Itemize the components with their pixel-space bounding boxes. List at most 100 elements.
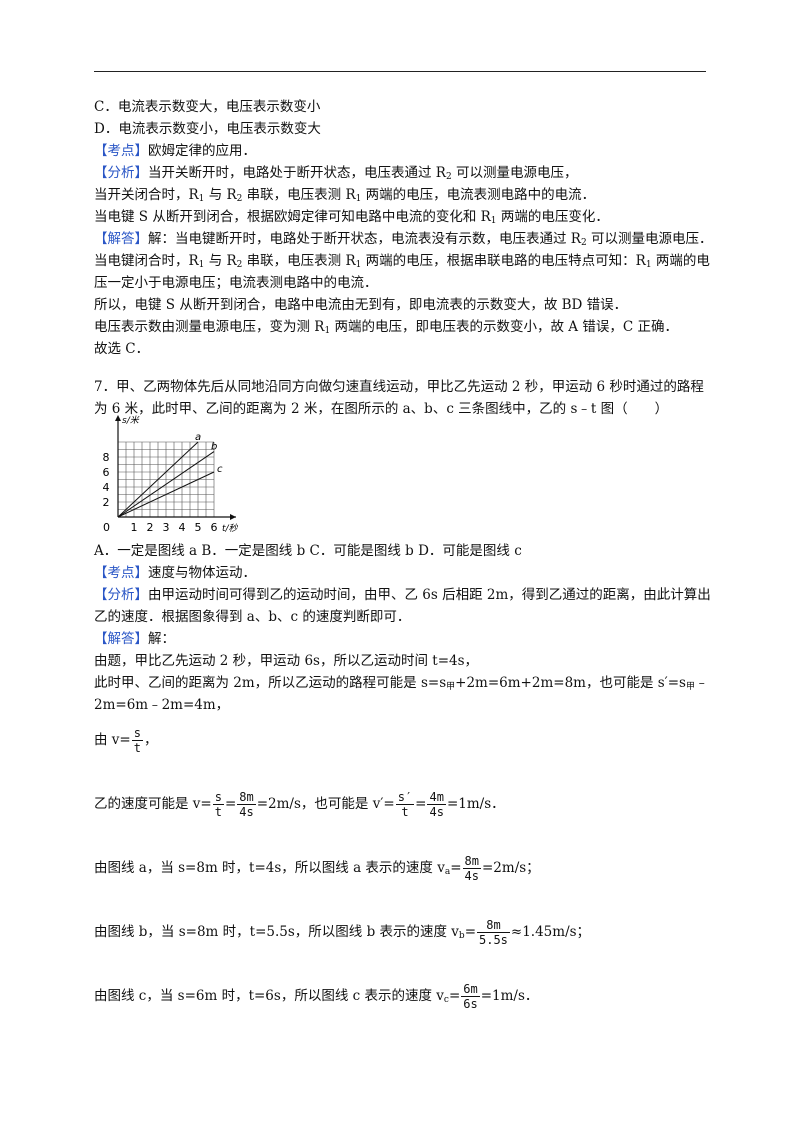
text: = xyxy=(448,988,461,1004)
text: ， xyxy=(143,732,158,748)
denominator: t xyxy=(214,805,222,819)
y-tick-label: 4 xyxy=(103,481,110,494)
numerator: 4m xyxy=(427,790,446,805)
text: 与 R xyxy=(204,187,237,203)
q7-fenxi-line-2: 乙的速度．根据图象得到 a、b、c 的速度判断即可． xyxy=(94,609,411,625)
sub: 1 xyxy=(645,260,652,270)
q6-jieda-line-3: 压一定小于电源电压；电流表测电路中的电流． xyxy=(94,275,378,291)
option-d: D．电流表示数变小，电压表示数变大 xyxy=(94,121,321,137)
header-rule xyxy=(94,71,706,72)
sub: 2 xyxy=(580,238,587,248)
sub: 2 xyxy=(236,194,243,204)
text: +2m=6m+2m=8m，也可能是 s′=s xyxy=(455,675,686,691)
text: 由图线 a，当 s=8m 时，t=4s，所以图线 a 表示的速度 v xyxy=(94,860,445,876)
sub: 1 xyxy=(490,216,497,226)
q6-jieda-line-2: 当电键闭合时，R1 与 R2 串联，电压表测 R1 两端的电压，根据串联电路的电… xyxy=(94,252,710,274)
denominator: 4s xyxy=(429,805,444,819)
y-axis-label: s/米 xyxy=(122,415,140,426)
denominator: 6s xyxy=(463,997,478,1011)
q7-stem-2: 为 6 米，此时甲、乙间的距离为 2 米，在图所示的 a、b、c 三条图线中，乙… xyxy=(94,401,669,417)
sub: 2 xyxy=(236,260,243,270)
text: =1m/s． xyxy=(480,988,539,1004)
text: 当开关断开时，电路处于断开状态，电压表通过 R xyxy=(148,165,446,181)
text: 解： xyxy=(148,631,175,647)
denominator: 4s xyxy=(239,805,254,819)
fenxi-tag: 【分析】 xyxy=(94,165,148,181)
sub: 甲 xyxy=(446,682,456,692)
series-label-a: a xyxy=(195,432,201,443)
text: = xyxy=(415,796,427,812)
sub: 1 xyxy=(324,326,331,336)
kaodian-text: 速度与物体运动． xyxy=(148,565,256,581)
jieda-tag: 【解答】 xyxy=(94,231,148,247)
q7-options: A．一定是图线 a B．一定是图线 b C．可能是图线 b D．可能是图线 c xyxy=(94,543,522,559)
fraction: s′t xyxy=(395,790,415,819)
numerator: s xyxy=(131,726,143,741)
text: = xyxy=(464,924,476,940)
text: 当开关闭合时，R xyxy=(94,187,199,203)
denominator: 4s xyxy=(464,869,479,883)
series-label-c: c xyxy=(217,464,223,475)
text: 当电键闭合时，R xyxy=(94,253,199,269)
x-tick-label: 5 xyxy=(195,521,202,534)
numerator: s xyxy=(212,790,224,805)
text: 由 v= xyxy=(94,732,131,748)
text: 两端的电压，根据串联电路的电压特点可知：R xyxy=(361,253,646,269)
text: ﹣ xyxy=(695,675,709,691)
kaodian-tag: 【考点】 xyxy=(94,143,148,159)
q7-sol-2: 此时甲、乙间的距离为 2m，所以乙运动的路程可能是 s=s甲+2m=6m+2m=… xyxy=(94,674,709,696)
jieda-tag: 【解答】 xyxy=(94,631,148,647)
text: 当电键 S 从断开到闭合，根据欧姆定律可知电路中电流的变化和 R xyxy=(94,209,491,225)
sub: 1 xyxy=(198,194,205,204)
sub: 1 xyxy=(355,194,362,204)
text: = xyxy=(450,860,462,876)
x-tick-label: 1 xyxy=(131,521,138,534)
sub: a xyxy=(444,867,451,877)
text: 两端的电压，电流表测电路中的电流． xyxy=(361,187,596,203)
text: 串联，电压表测 R xyxy=(242,187,356,203)
q6-fenxi-line-3: 当电键 S 从断开到闭合，根据欧姆定律可知电路中电流的变化和 R1 两端的电压变… xyxy=(94,208,609,230)
x-tick-label: 2 xyxy=(147,521,154,534)
sub: 1 xyxy=(198,260,205,270)
text: 解：当电键断开时，电路处于断开状态，电流表没有示数，电压表通过 R xyxy=(148,231,581,247)
text: 两端的电压变化． xyxy=(496,209,609,225)
y-tick-label: 2 xyxy=(103,496,110,509)
x-axis-label: t/秒 xyxy=(222,523,239,534)
q7-fenxi-line-1: 【分析】由甲运动时间可得到乙的运动时间，由甲、乙 6s 后相距 2m，得到乙通过… xyxy=(94,586,711,604)
text: 两端的电压，即电压表的示数变小，故 A 错误，C 正确． xyxy=(330,319,678,335)
q6-jieda-line-5: 电压表示数由测量电源电压，变为测 R1 两端的电压，即电压表的示数变小，故 A … xyxy=(94,318,678,340)
kaodian-tag: 【考点】 xyxy=(94,565,148,581)
text: 与 R xyxy=(204,253,237,269)
option-c: C．电流表示数变大，电压表示数变小 xyxy=(94,99,321,115)
sub: 1 xyxy=(355,260,362,270)
x-tick-label: 4 xyxy=(179,521,186,534)
q6-jieda-line-1: 【解答】解：当电键断开时，电路处于断开状态，电流表没有示数，电压表通过 R2 可… xyxy=(94,230,713,252)
sub: 甲 xyxy=(686,682,696,692)
q7-sol-7: 由图线 b，当 s=8m 时，t=5.5s，所以图线 b 表示的速度 vb=8m… xyxy=(94,918,590,947)
text: 两端的电 xyxy=(651,253,710,269)
fenxi-tag: 【分析】 xyxy=(94,587,148,603)
numerator: 8m xyxy=(477,918,510,933)
series-line-c xyxy=(117,471,215,518)
text: 可以测量电源电压， xyxy=(451,165,578,181)
q7-stem-1: 7．甲、乙两物体先后从同地沿同方向做匀速直线运动，甲比乙先运动 2 秒，甲运动 … xyxy=(94,379,704,395)
x-tick-label: 6 xyxy=(211,521,218,534)
series-line-a xyxy=(117,441,199,518)
x-axis-arrow xyxy=(230,514,236,520)
numerator: 8m xyxy=(237,790,256,805)
q7-sol-1: 由题，甲比乙先运动 2 秒，甲运动 6s，所以乙运动时间 t=4s， xyxy=(94,653,479,669)
q6-fenxi-line-2: 当开关闭合时，R1 与 R2 串联，电压表测 R1 两端的电压，电流表测电路中的… xyxy=(94,186,595,208)
sub: b xyxy=(458,931,465,941)
text: 由图线 b，当 s=8m 时，t=5.5s，所以图线 b 表示的速度 v xyxy=(94,924,459,940)
series-label-b: b xyxy=(211,442,217,453)
q7-sol-3: 2m=6m﹣2m=4m， xyxy=(94,697,230,713)
